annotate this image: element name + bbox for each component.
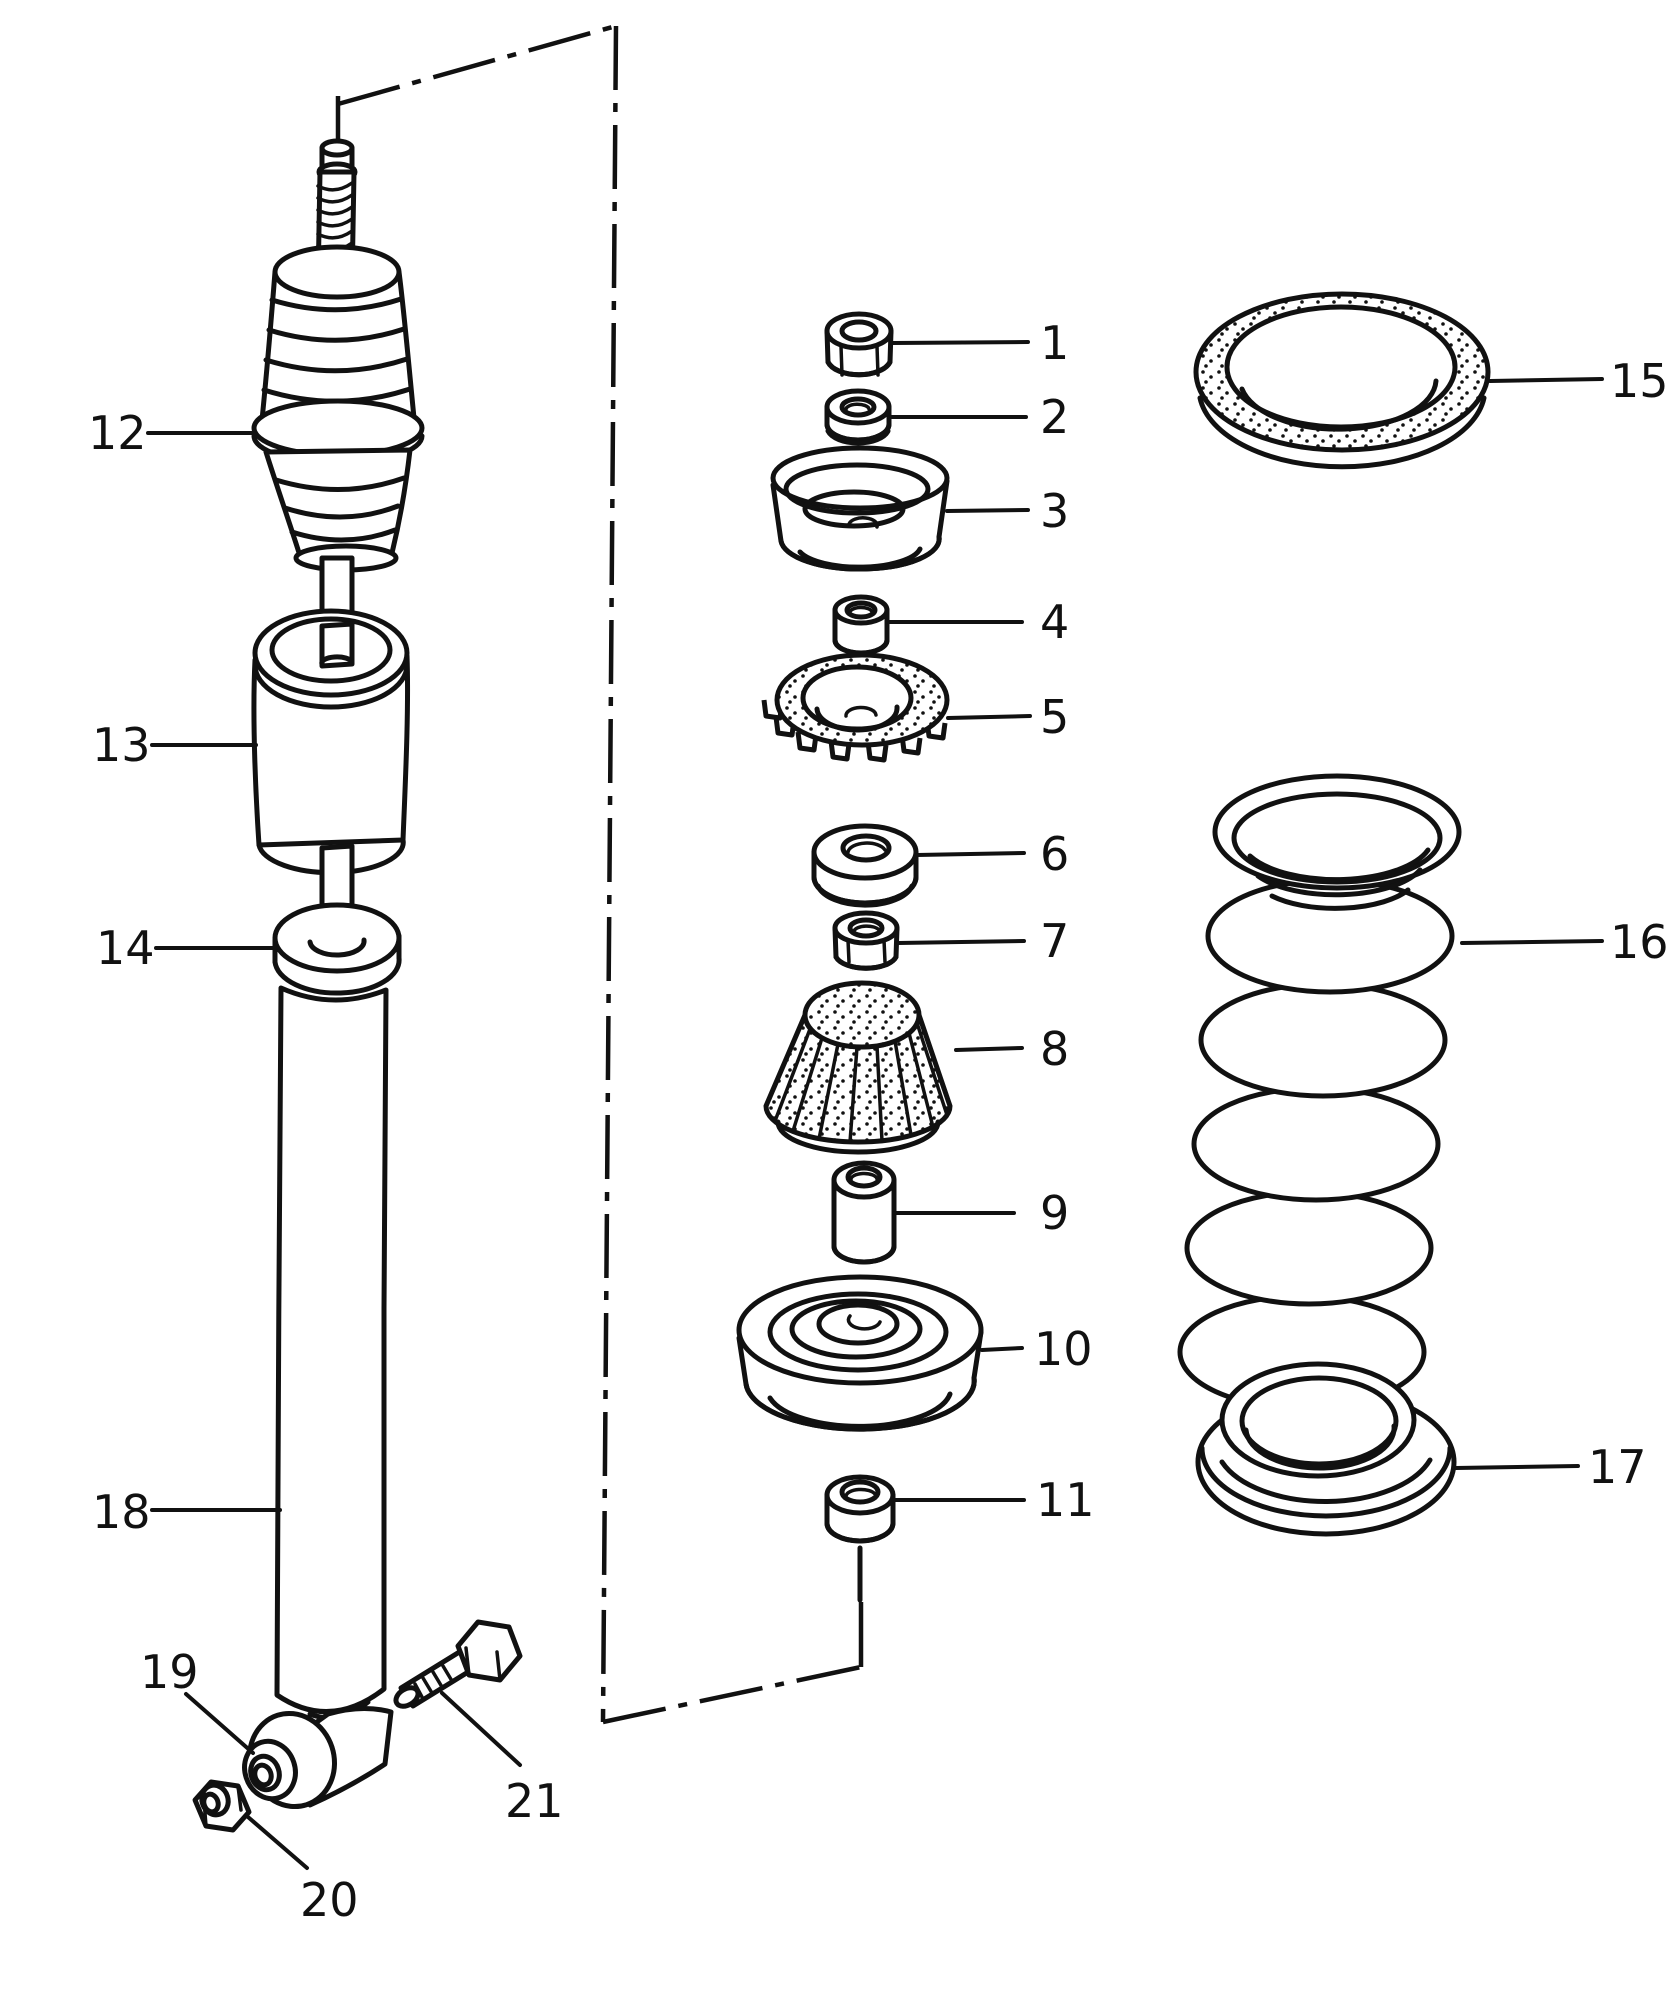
part-21-mounting-bolt (393, 1619, 523, 1709)
callout-6: 6 (915, 827, 1069, 881)
callout-label-13: 13 (92, 718, 151, 772)
callout-3: 3 (945, 484, 1069, 538)
callout-12: 12 (88, 406, 258, 460)
part-5-toothed-rubber-seat-ring (761, 652, 950, 763)
callout-label-16: 16 (1610, 915, 1669, 969)
callout-14: 14 (96, 921, 278, 975)
callout-label-17: 17 (1588, 1440, 1647, 1494)
part-7-hex-nut (832, 910, 900, 971)
callout-label-5: 5 (1040, 690, 1069, 744)
part-18-shock-absorber-body (246, 985, 394, 1810)
callout-16: 16 (1460, 915, 1669, 969)
callout-9: 9 (893, 1186, 1069, 1240)
callout-label-7: 7 (1040, 914, 1069, 968)
leader-line-5 (946, 714, 1032, 720)
callout-11: 11 (892, 1473, 1095, 1527)
leader-line-1 (890, 340, 1030, 345)
callout-label-10: 10 (1034, 1322, 1093, 1376)
separation-plane-line (335, 23, 864, 1725)
leader-line-7 (896, 939, 1026, 945)
callout-5: 5 (946, 690, 1069, 744)
callout-21: 21 (440, 1691, 564, 1828)
part-4-spacer-bushing (832, 594, 890, 656)
callout-label-11: 11 (1036, 1473, 1095, 1527)
part-16-coil-spring (1177, 773, 1462, 1411)
part-1-rod-nut (824, 311, 894, 378)
callout-20: 20 (246, 1815, 359, 1927)
part-12-protective-boot-assembly (251, 138, 425, 621)
leader-line-20 (246, 1815, 309, 1870)
callout-7: 7 (896, 914, 1069, 968)
callout-label-15: 15 (1610, 354, 1669, 408)
leader-line-19 (184, 1692, 255, 1755)
callout-label-9: 9 (1040, 1186, 1069, 1240)
leader-line-6 (915, 851, 1026, 857)
callout-label-6: 6 (1040, 827, 1069, 881)
leader-line-15 (1488, 377, 1604, 383)
callout-15: 15 (1488, 354, 1669, 408)
part-17-lower-spring-seat-cup (1195, 1361, 1457, 1537)
part-13-bump-stop (251, 608, 411, 943)
leader-line-21 (440, 1691, 522, 1767)
part-6-flat-washer (811, 823, 919, 908)
part-15-upper-spring-seat-ring (1193, 291, 1491, 470)
callout-19: 19 (140, 1645, 255, 1755)
leader-line-8 (954, 1046, 1024, 1052)
callout-label-3: 3 (1040, 484, 1069, 538)
part-20-lock-nut (192, 1779, 252, 1833)
callout-4: 4 (886, 595, 1069, 649)
part-8-ribbed-rubber-buffer (763, 980, 953, 1155)
callout-label-20: 20 (300, 1873, 359, 1927)
callout-label-21: 21 (505, 1774, 564, 1828)
callout-label-1: 1 (1040, 316, 1069, 370)
callout-label-8: 8 (1040, 1022, 1069, 1076)
part-14-protective-washer (272, 902, 402, 996)
part-10-lower-spring-plate (736, 1274, 984, 1432)
leader-line-17 (1454, 1464, 1580, 1470)
callout-label-14: 14 (96, 921, 155, 975)
part-3-upper-strut-mount (770, 445, 950, 572)
callout-13: 13 (92, 718, 258, 772)
callout-label-19: 19 (140, 1645, 199, 1699)
part-19-eye-bushing (242, 1738, 298, 1802)
part-9-spacer-sleeve (831, 1160, 897, 1265)
callout-label-2: 2 (1040, 390, 1069, 444)
callout-17: 17 (1454, 1440, 1647, 1494)
leader-line-3 (945, 508, 1030, 513)
callout-label-4: 4 (1040, 595, 1069, 649)
callout-label-12: 12 (88, 406, 147, 460)
part-11-bushing-ring (824, 1474, 896, 1603)
leader-line-16 (1460, 939, 1604, 945)
part-2-small-washer (824, 388, 892, 446)
callout-label-18: 18 (92, 1485, 151, 1539)
callout-10: 10 (980, 1322, 1093, 1376)
callout-2: 2 (888, 390, 1069, 444)
callout-18: 18 (92, 1485, 282, 1539)
leader-line-10 (980, 1346, 1024, 1352)
callout-8: 8 (954, 1022, 1069, 1076)
callout-1: 1 (890, 316, 1069, 370)
